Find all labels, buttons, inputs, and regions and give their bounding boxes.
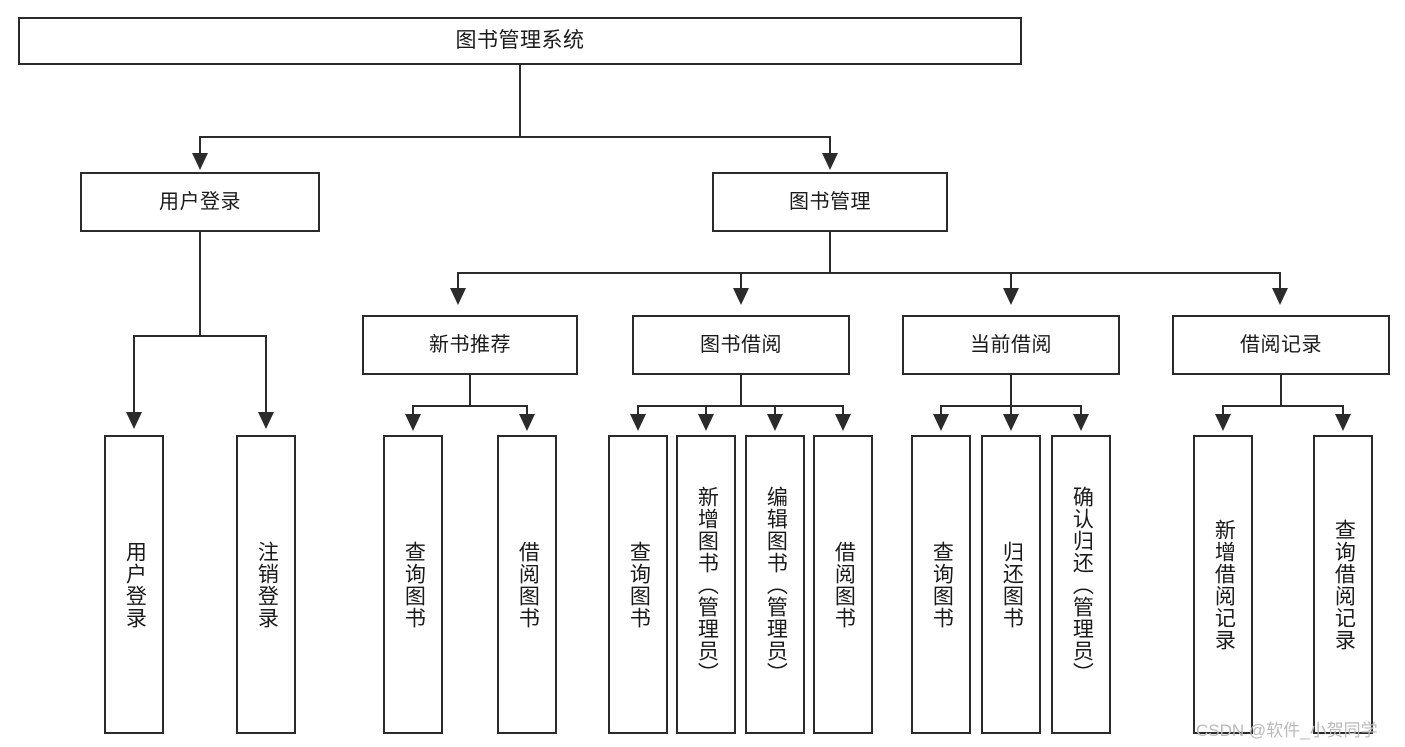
connector-user-login-drop-1 [133,335,135,415]
connector-borrow-record-stem [1280,375,1282,406]
node-label: 确认归还（管理员） [1070,485,1094,684]
node-label: 图书借阅 [700,334,782,356]
connector-cb-drop-2 [1010,405,1012,417]
node-label: 查询图书 [402,540,426,629]
arrow-user-login-leaf-2 [258,412,274,429]
leaf-current-borrow-confirm-return-admin[interactable]: 确认归还（管理员） [1051,435,1111,734]
connector-bb-drop-4 [842,405,844,417]
connector-nb-drop-2 [526,405,528,417]
node-label: 新增借阅记录 [1212,518,1236,651]
node-root-system[interactable]: 图书管理系统 [18,17,1022,65]
connector-book-borrow-bus [637,405,843,407]
leaf-new-book-query-book[interactable]: 查询图书 [383,435,443,734]
connector-root-stem [519,65,521,137]
arrow-bb-leaf-1 [630,414,646,431]
arrow-bb-leaf-4 [835,414,851,431]
arrow-root-to-book-manage [822,153,838,170]
connector-user-login-stem [199,232,201,336]
leaf-user-login-login[interactable]: 用户登录 [104,435,164,734]
leaf-current-borrow-query-book[interactable]: 查询图书 [911,435,971,734]
connector-root-bus [199,136,831,138]
leaf-user-login-logout[interactable]: 注销登录 [236,435,296,734]
arrow-cb-leaf-3 [1073,414,1089,431]
node-label: 借阅图书 [832,540,856,629]
connector-user-login-drop-2 [265,335,267,415]
arrow-cb-leaf-2 [1003,414,1019,431]
node-new-book-recommend[interactable]: 新书推荐 [362,315,578,375]
connector-br-drop-1 [1222,405,1224,417]
connector-bb-drop-2 [705,405,707,417]
connector-nb-drop-1 [412,405,414,417]
connector-new-book-stem [469,375,471,406]
connector-book-management-stem [829,232,831,273]
leaf-current-borrow-return-book[interactable]: 归还图书 [981,435,1041,734]
connector-current-borrow-stem [1010,375,1012,406]
leaf-borrow-record-add-record[interactable]: 新增借阅记录 [1193,435,1253,734]
node-label: 查询图书 [930,540,954,629]
node-label: 用户登录 [159,191,241,213]
node-label: 注销登录 [255,540,279,629]
connector-br-drop-2 [1342,405,1344,417]
connector-cb-drop-3 [1080,405,1082,417]
connector-new-book-bus [412,405,528,407]
connector-bm-drop-4 [1279,272,1281,291]
node-label: 新书推荐 [429,334,511,356]
arrow-br-leaf-1 [1215,414,1231,431]
arrow-bm-to-borrow-record [1272,288,1288,305]
node-label: 借阅记录 [1240,334,1322,356]
leaf-borrow-record-query-record[interactable]: 查询借阅记录 [1313,435,1373,734]
node-label: 编辑图书（管理员） [764,485,788,684]
leaf-book-borrow-borrow-book[interactable]: 借阅图书 [813,435,873,734]
node-label: 用户登录 [123,540,147,629]
arrow-bb-leaf-3 [767,414,783,431]
connector-cb-drop-1 [940,405,942,417]
connector-bb-drop-1 [637,405,639,417]
leaf-book-borrow-edit-book-admin[interactable]: 编辑图书（管理员） [745,435,805,734]
node-label: 当前借阅 [970,334,1052,356]
connector-bm-drop-2 [740,272,742,291]
node-label: 图书管理系统 [455,29,585,53]
connector-bb-drop-3 [774,405,776,417]
arrow-bm-to-current-borrow [1003,288,1019,305]
connector-user-login-bus [133,335,267,337]
node-user-login[interactable]: 用户登录 [80,172,320,232]
leaf-new-book-borrow-book[interactable]: 借阅图书 [497,435,557,734]
connector-bm-drop-3 [1010,272,1012,291]
connector-root-to-book-manage [829,136,831,158]
node-label: 新增图书（管理员） [695,485,719,684]
node-label: 归还图书 [1000,540,1024,629]
arrow-br-leaf-2 [1335,414,1351,431]
arrow-bm-to-new-book [450,288,466,305]
node-current-borrow[interactable]: 当前借阅 [902,315,1120,375]
node-label: 查询图书 [627,540,651,629]
node-label: 图书管理 [789,191,871,213]
node-book-borrow[interactable]: 图书借阅 [632,315,850,375]
arrow-bm-to-book-borrow [733,288,749,305]
connector-book-borrow-stem [740,375,742,406]
arrow-root-to-user-login [192,153,208,170]
connector-borrow-record-bus [1222,405,1344,407]
node-label: 借阅图书 [516,540,540,629]
connector-book-management-bus [457,272,1279,274]
connector-root-to-user-login [199,136,201,158]
arrow-nb-leaf-1 [405,414,421,431]
leaf-book-borrow-add-book-admin[interactable]: 新增图书（管理员） [676,435,736,734]
arrow-nb-leaf-2 [519,414,535,431]
node-borrow-record[interactable]: 借阅记录 [1172,315,1390,375]
node-book-management[interactable]: 图书管理 [712,172,948,232]
arrow-user-login-leaf-1 [126,412,142,429]
arrow-bb-leaf-2 [698,414,714,431]
node-label: 查询借阅记录 [1332,518,1356,651]
leaf-book-borrow-query-book[interactable]: 查询图书 [608,435,668,734]
connector-bm-drop-1 [457,272,459,291]
arrow-cb-leaf-1 [933,414,949,431]
